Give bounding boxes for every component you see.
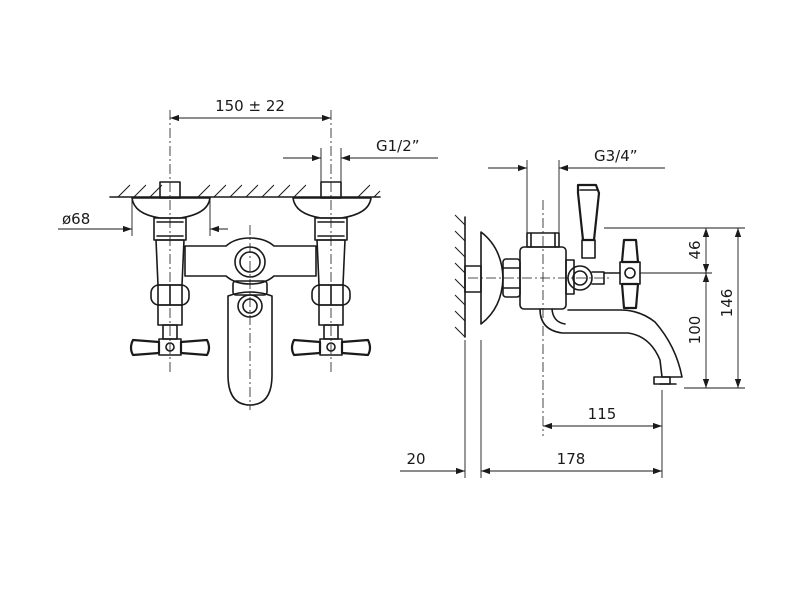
- outlet-thread-label: G3/4”: [594, 147, 638, 165]
- wall-hatching-side: [454, 214, 466, 338]
- spout-height-label: 100: [686, 316, 704, 345]
- front-view: 150 ± 22 G1/2” ø68: [58, 97, 438, 410]
- dim-horizontal: 115 20 178: [400, 340, 663, 478]
- side-view: G3/4” 46 100 146 115 20 178: [400, 147, 745, 478]
- side-inlet: [464, 231, 521, 325]
- dim-vertical: 46 100 146: [604, 227, 745, 389]
- handle-height-label: 46: [686, 240, 704, 259]
- side-body: [519, 232, 605, 310]
- side-handle: [603, 238, 641, 310]
- dim-outlet-thread: G3/4”: [488, 147, 665, 233]
- right-inlet: [290, 181, 372, 357]
- total-height-label: 146: [718, 289, 736, 318]
- flange-diameter-label: ø68: [62, 210, 90, 228]
- spout: [539, 308, 683, 385]
- spout-reach-label: 115: [588, 405, 617, 423]
- dim-inlet-thread: G1/2”: [283, 137, 438, 182]
- total-projection-label: 178: [557, 450, 586, 468]
- mixer-body: [184, 237, 317, 406]
- wall-offset-label: 20: [406, 450, 425, 468]
- dim-flange-diameter: ø68: [58, 200, 228, 236]
- wall-hatching-front: [109, 184, 381, 198]
- dim-center-spacing: 150 ± 22: [170, 97, 331, 122]
- diverter-lever: [576, 183, 601, 259]
- left-inlet: [129, 181, 211, 357]
- center-spacing-label: 150 ± 22: [215, 97, 285, 115]
- inlet-thread-label: G1/2”: [376, 137, 420, 155]
